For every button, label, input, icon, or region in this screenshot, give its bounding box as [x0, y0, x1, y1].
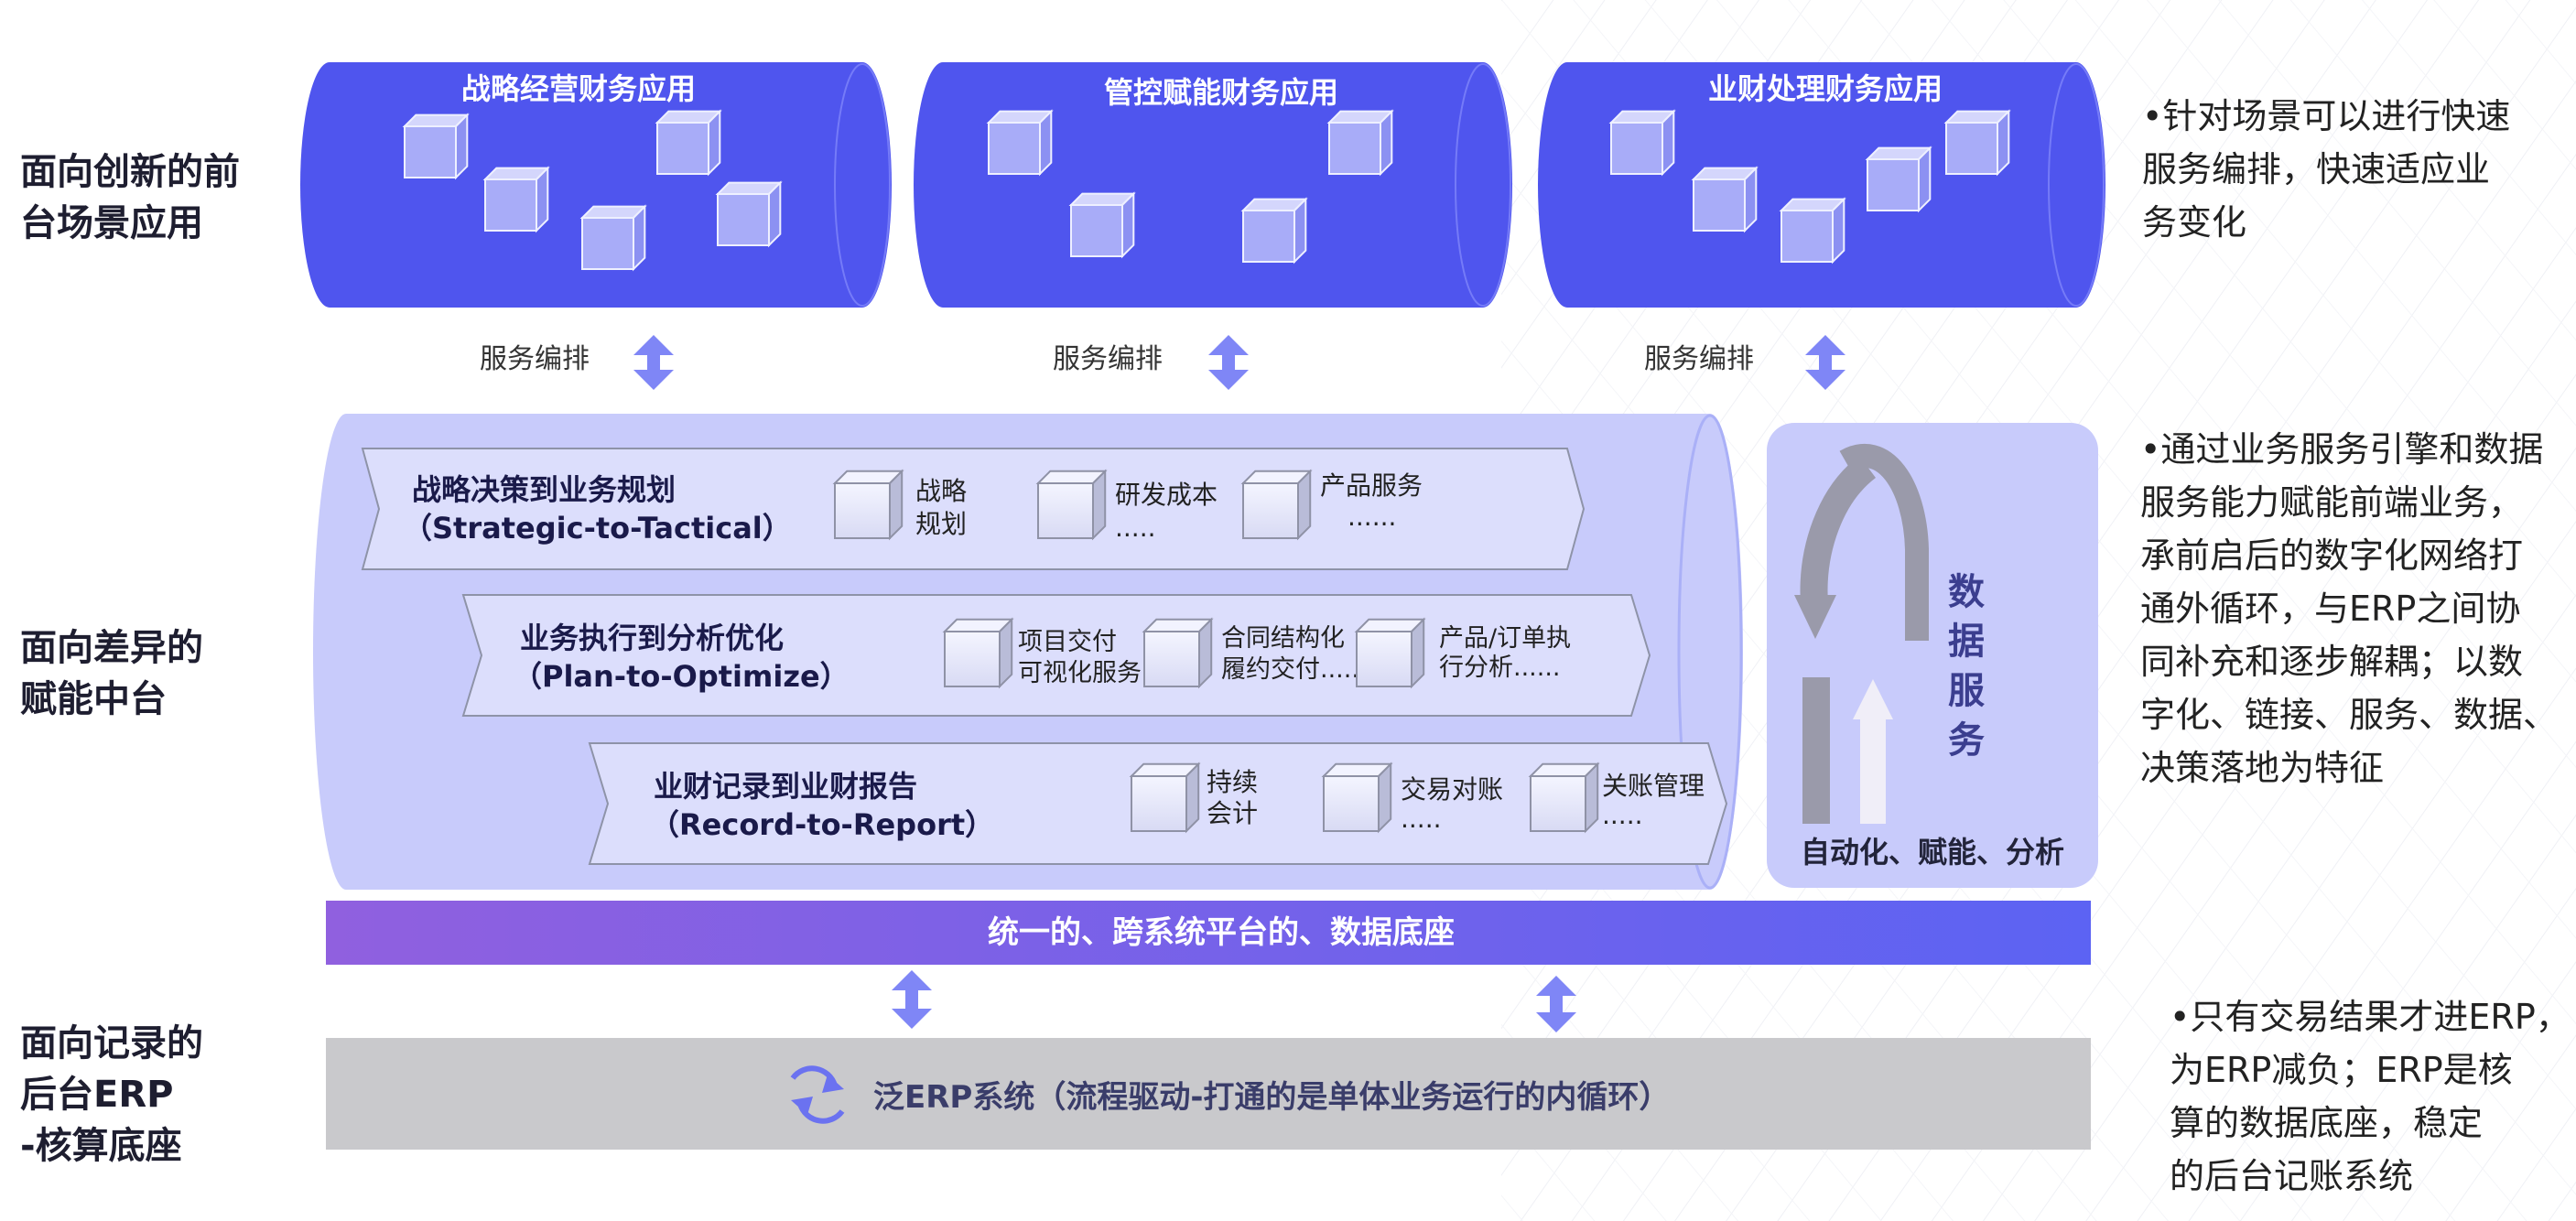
double-arrow-icon [1536, 976, 1576, 1032]
cube-icon [482, 166, 550, 233]
cube-icon [942, 617, 1014, 689]
process-subtitle: （Record-to-Report） [650, 807, 994, 842]
process-title: 业财记录到业财报告 [654, 769, 917, 804]
process-item-label: 行分析...... [1439, 654, 1561, 682]
process-item-label: 履约交付...... [1221, 655, 1368, 684]
process-item-label: 项目交付 [1018, 628, 1117, 656]
label-middle-office: 面向差异的 赋能中台 [20, 627, 203, 720]
double-arrow-icon [892, 970, 932, 1029]
cube-icon [1779, 197, 1846, 265]
process-item-label: ...... [1348, 502, 1396, 532]
label-back-office: 面向记录的 后台ERP -核算底座 [20, 1022, 203, 1167]
cube-icon [1321, 762, 1393, 834]
cube-icon [1035, 469, 1108, 541]
double-arrows [633, 335, 1845, 1032]
cube-icon [1142, 617, 1214, 689]
data-service-title: 服 [1948, 670, 1985, 712]
orchestration-label: 服务编排 [480, 343, 590, 375]
process-subtitle: （Strategic-to-Tactical） [403, 511, 792, 546]
data-service-title: 据 [1948, 621, 1985, 663]
process-item-label: 战略 [915, 476, 967, 506]
process-item-label: ..... [1401, 804, 1442, 834]
unified-data-platform-bar: 统一的、跨系统平台的、数据底座 [326, 901, 2091, 965]
double-arrow-icon [1208, 335, 1249, 390]
process-item-label: ..... [1602, 800, 1643, 830]
process-item-label: 关账管理 [1602, 771, 1705, 801]
cube-icon [1326, 109, 1394, 177]
double-arrow-icon [1805, 335, 1845, 390]
data-service-panel: 数 据 服 务 自动化、赋能、分析 [1767, 423, 2098, 888]
data-service-title: 务 [1948, 719, 1985, 762]
process-band-plan-to-optimize: 业务执行到分析优化 （Plan-to-Optimize） 项目交付 可视化服务 … [461, 594, 1651, 717]
data-service-footer: 自动化、赋能、分析 [1801, 835, 2064, 870]
cube-icon [1068, 191, 1136, 259]
note-back-office: •只有交易结果才进ERP， 为ERP减负；ERP是核 算的数据底座，稳定 的后台… [2170, 997, 2571, 1196]
process-item-label: 会计 [1207, 798, 1258, 828]
refresh-cycle-icon [790, 1065, 845, 1124]
process-cubes [832, 469, 1600, 834]
cube-icon [1691, 166, 1759, 233]
cube-icon [402, 113, 470, 180]
process-item-label: 持续 [1207, 767, 1258, 797]
process-title: 战略决策到业务规划 [412, 472, 676, 507]
cube-icon [1528, 762, 1600, 834]
label-front-office: 面向创新的前 台场景应用 [20, 151, 240, 244]
double-arrow-icon [633, 335, 674, 390]
cube-icon [1865, 146, 1932, 213]
platform-bar-label: 统一的、跨系统平台的、数据底座 [988, 914, 1455, 951]
cylinder-title: 战略经营财务应用 [461, 71, 696, 106]
cube-icon [1943, 109, 2011, 177]
orchestration-label: 服务编排 [1053, 343, 1163, 375]
note-middle-office: •通过业务服务引擎和数据 服务能力赋能前端业务， 承前启后的数字化网络打 通外循… [2140, 429, 2559, 788]
process-item-label: 可视化服务 [1018, 659, 1142, 687]
note-front-office: •针对场景可以进行快速 服务编排，快速适应业 务变化 [2142, 96, 2511, 243]
cube-icon [986, 109, 1054, 177]
process-subtitle: （Plan-to-Optimize） [513, 659, 850, 694]
cylinder-title: 业财处理财务应用 [1708, 71, 1943, 106]
cylinder-title: 管控赋能财务应用 [1104, 75, 1338, 110]
cube-icon [1240, 469, 1313, 541]
erp-system-bar: 泛ERP系统（流程驱动-打通的是单体业务运行的内循环） [326, 1038, 2091, 1150]
cube-icon [655, 109, 722, 177]
process-item-label: ..... [1115, 513, 1156, 543]
process-item-label: 合同结构化 [1221, 624, 1345, 653]
top-cubes [402, 109, 2011, 272]
cube-icon [832, 469, 904, 541]
cube-icon [1608, 109, 1676, 177]
process-item-label: 产品/订单执 [1439, 624, 1571, 653]
cube-icon [715, 180, 783, 248]
cylinder-strategic-finance: 战略经营财务应用 [300, 62, 892, 308]
process-item-label: 产品服务 [1320, 470, 1423, 501]
cube-icon [1129, 762, 1201, 834]
process-item-label: 交易对账 [1401, 774, 1503, 805]
cube-icon [579, 204, 647, 272]
erp-bar-label: 泛ERP系统（流程驱动-打通的是单体业务运行的内循环） [873, 1079, 1670, 1116]
process-title: 业务执行到分析优化 [520, 621, 784, 655]
process-item-label: 规划 [915, 509, 967, 539]
cube-icon [1240, 197, 1308, 265]
data-service-title: 数 [1948, 571, 1985, 613]
cylinder-transaction-finance: 业财处理财务应用 [1538, 62, 2105, 308]
cylinder-control-finance: 管控赋能财务应用 [914, 62, 1512, 308]
cycle-arrows-icon [1794, 444, 1929, 824]
orchestration-label: 服务编排 [1644, 343, 1754, 375]
cube-icon [1354, 617, 1426, 689]
process-item-label: 研发成本 [1115, 480, 1218, 510]
process-band-strategic-to-tactical: 战略决策到业务规划 （Strategic-to-Tactical） 战略 规划 … [361, 448, 1586, 570]
